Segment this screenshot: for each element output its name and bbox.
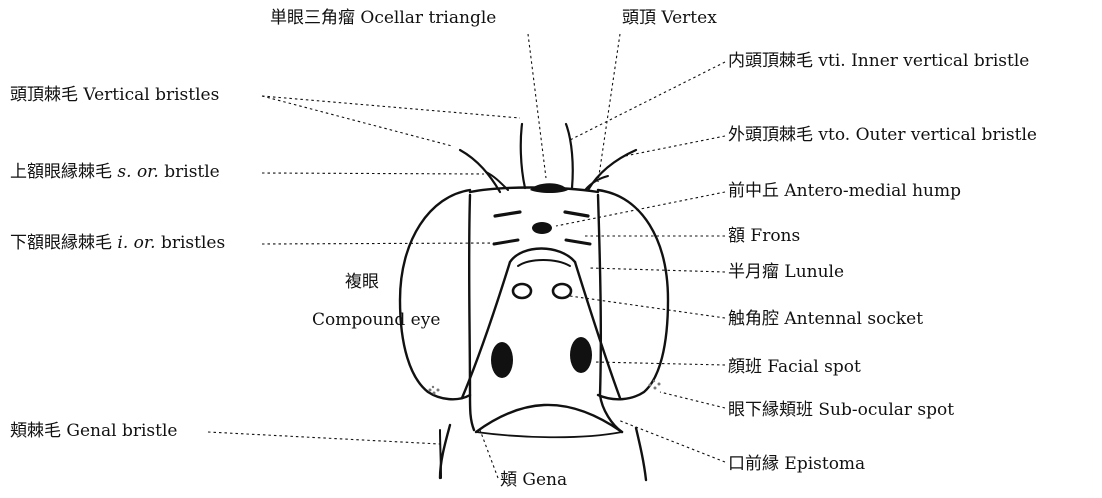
left-inner-vertical-bristle — [521, 124, 525, 188]
left-outer-vertical-bristle — [460, 150, 500, 192]
epistoma-arc — [476, 405, 622, 432]
ior-dash-right — [566, 240, 590, 244]
label-vto: 外頭頂棘毛 vto. Outer vertical bristle — [728, 125, 1037, 145]
right-antennal-socket — [553, 284, 571, 298]
leader-vti — [570, 62, 725, 140]
label-sor-abbr: s. or. — [117, 162, 158, 182]
leader-epistoma — [618, 420, 725, 462]
label-genal-bristle: 頬棘毛 Genal bristle — [10, 421, 177, 441]
label-vertical-bristles: 頭頂棘毛 Vertical bristles — [10, 85, 219, 105]
label-epistoma: 口前縁 Epistoma — [728, 454, 865, 474]
sor-dash-left — [495, 212, 520, 216]
left-facial-spot — [491, 342, 513, 378]
ocellar-triangle — [530, 183, 568, 193]
right-neck — [636, 428, 646, 480]
leader-subocular — [660, 392, 725, 408]
label-ocellar-triangle: 単眼三角瘤 Ocellar triangle — [270, 8, 496, 28]
label-compound-eye-en: Compound eye — [312, 310, 440, 330]
right-inner-vertical-bristle — [566, 124, 573, 188]
label-subocular-spot: 眼下縁頬班 Sub-ocular spot — [728, 400, 954, 420]
label-sor-suffix: bristle — [159, 162, 220, 182]
leader-antero — [556, 192, 725, 226]
leader-antennal — [570, 296, 725, 318]
mouth-line — [476, 432, 622, 437]
leader-vertical-a — [262, 96, 520, 118]
left-antennal-socket — [513, 284, 531, 298]
label-ior: 下額眼縁棘毛 i. or. bristles — [10, 233, 225, 253]
leader-gena — [480, 430, 498, 478]
leader-lunule — [590, 268, 725, 272]
ior-dash-left — [494, 240, 518, 244]
right-outer-vertical-bristle — [588, 150, 636, 190]
label-facial-spot: 顔班 Facial spot — [728, 357, 861, 377]
leader-sor — [262, 173, 484, 174]
label-vti: 内頭頂棘毛 vti. Inner vertical bristle — [728, 51, 1029, 71]
right-facial-spot — [570, 337, 592, 373]
left-compound-eye — [400, 190, 470, 399]
label-lunule: 半月瘤 Lunule — [728, 262, 844, 282]
label-ior-suffix: bristles — [156, 233, 226, 253]
genal-bristle-line — [440, 430, 441, 478]
label-sor-prefix: 上額眼縁棘毛 — [10, 162, 117, 182]
label-frons: 額 Frons — [728, 226, 800, 246]
leader-ior — [262, 243, 496, 244]
label-ior-abbr: i. or. — [117, 233, 155, 253]
label-vertex: 頭頂 Vertex — [622, 8, 717, 28]
label-ior-prefix: 下額眼縁棘毛 — [10, 233, 117, 253]
left-face-edge — [469, 195, 474, 430]
antero-medial-hump — [532, 222, 552, 234]
label-sor: 上額眼縁棘毛 s. or. bristle — [10, 162, 220, 182]
label-compound-eye-jp: 複眼 — [345, 272, 379, 292]
leader-vto — [625, 136, 725, 156]
label-gena: 頬 Gena — [500, 470, 567, 490]
sor-dash-right — [565, 212, 588, 216]
leader-ocellar — [528, 34, 546, 178]
label-antennal-socket: 触角腔 Antennal socket — [728, 309, 923, 329]
leader-vertical-b — [262, 96, 452, 146]
right-facial-ridge — [575, 262, 620, 398]
leader-genal — [208, 432, 440, 444]
label-antero-medial-hump: 前中丘 Antero-medial hump — [728, 181, 961, 201]
lunule-line — [518, 260, 570, 266]
